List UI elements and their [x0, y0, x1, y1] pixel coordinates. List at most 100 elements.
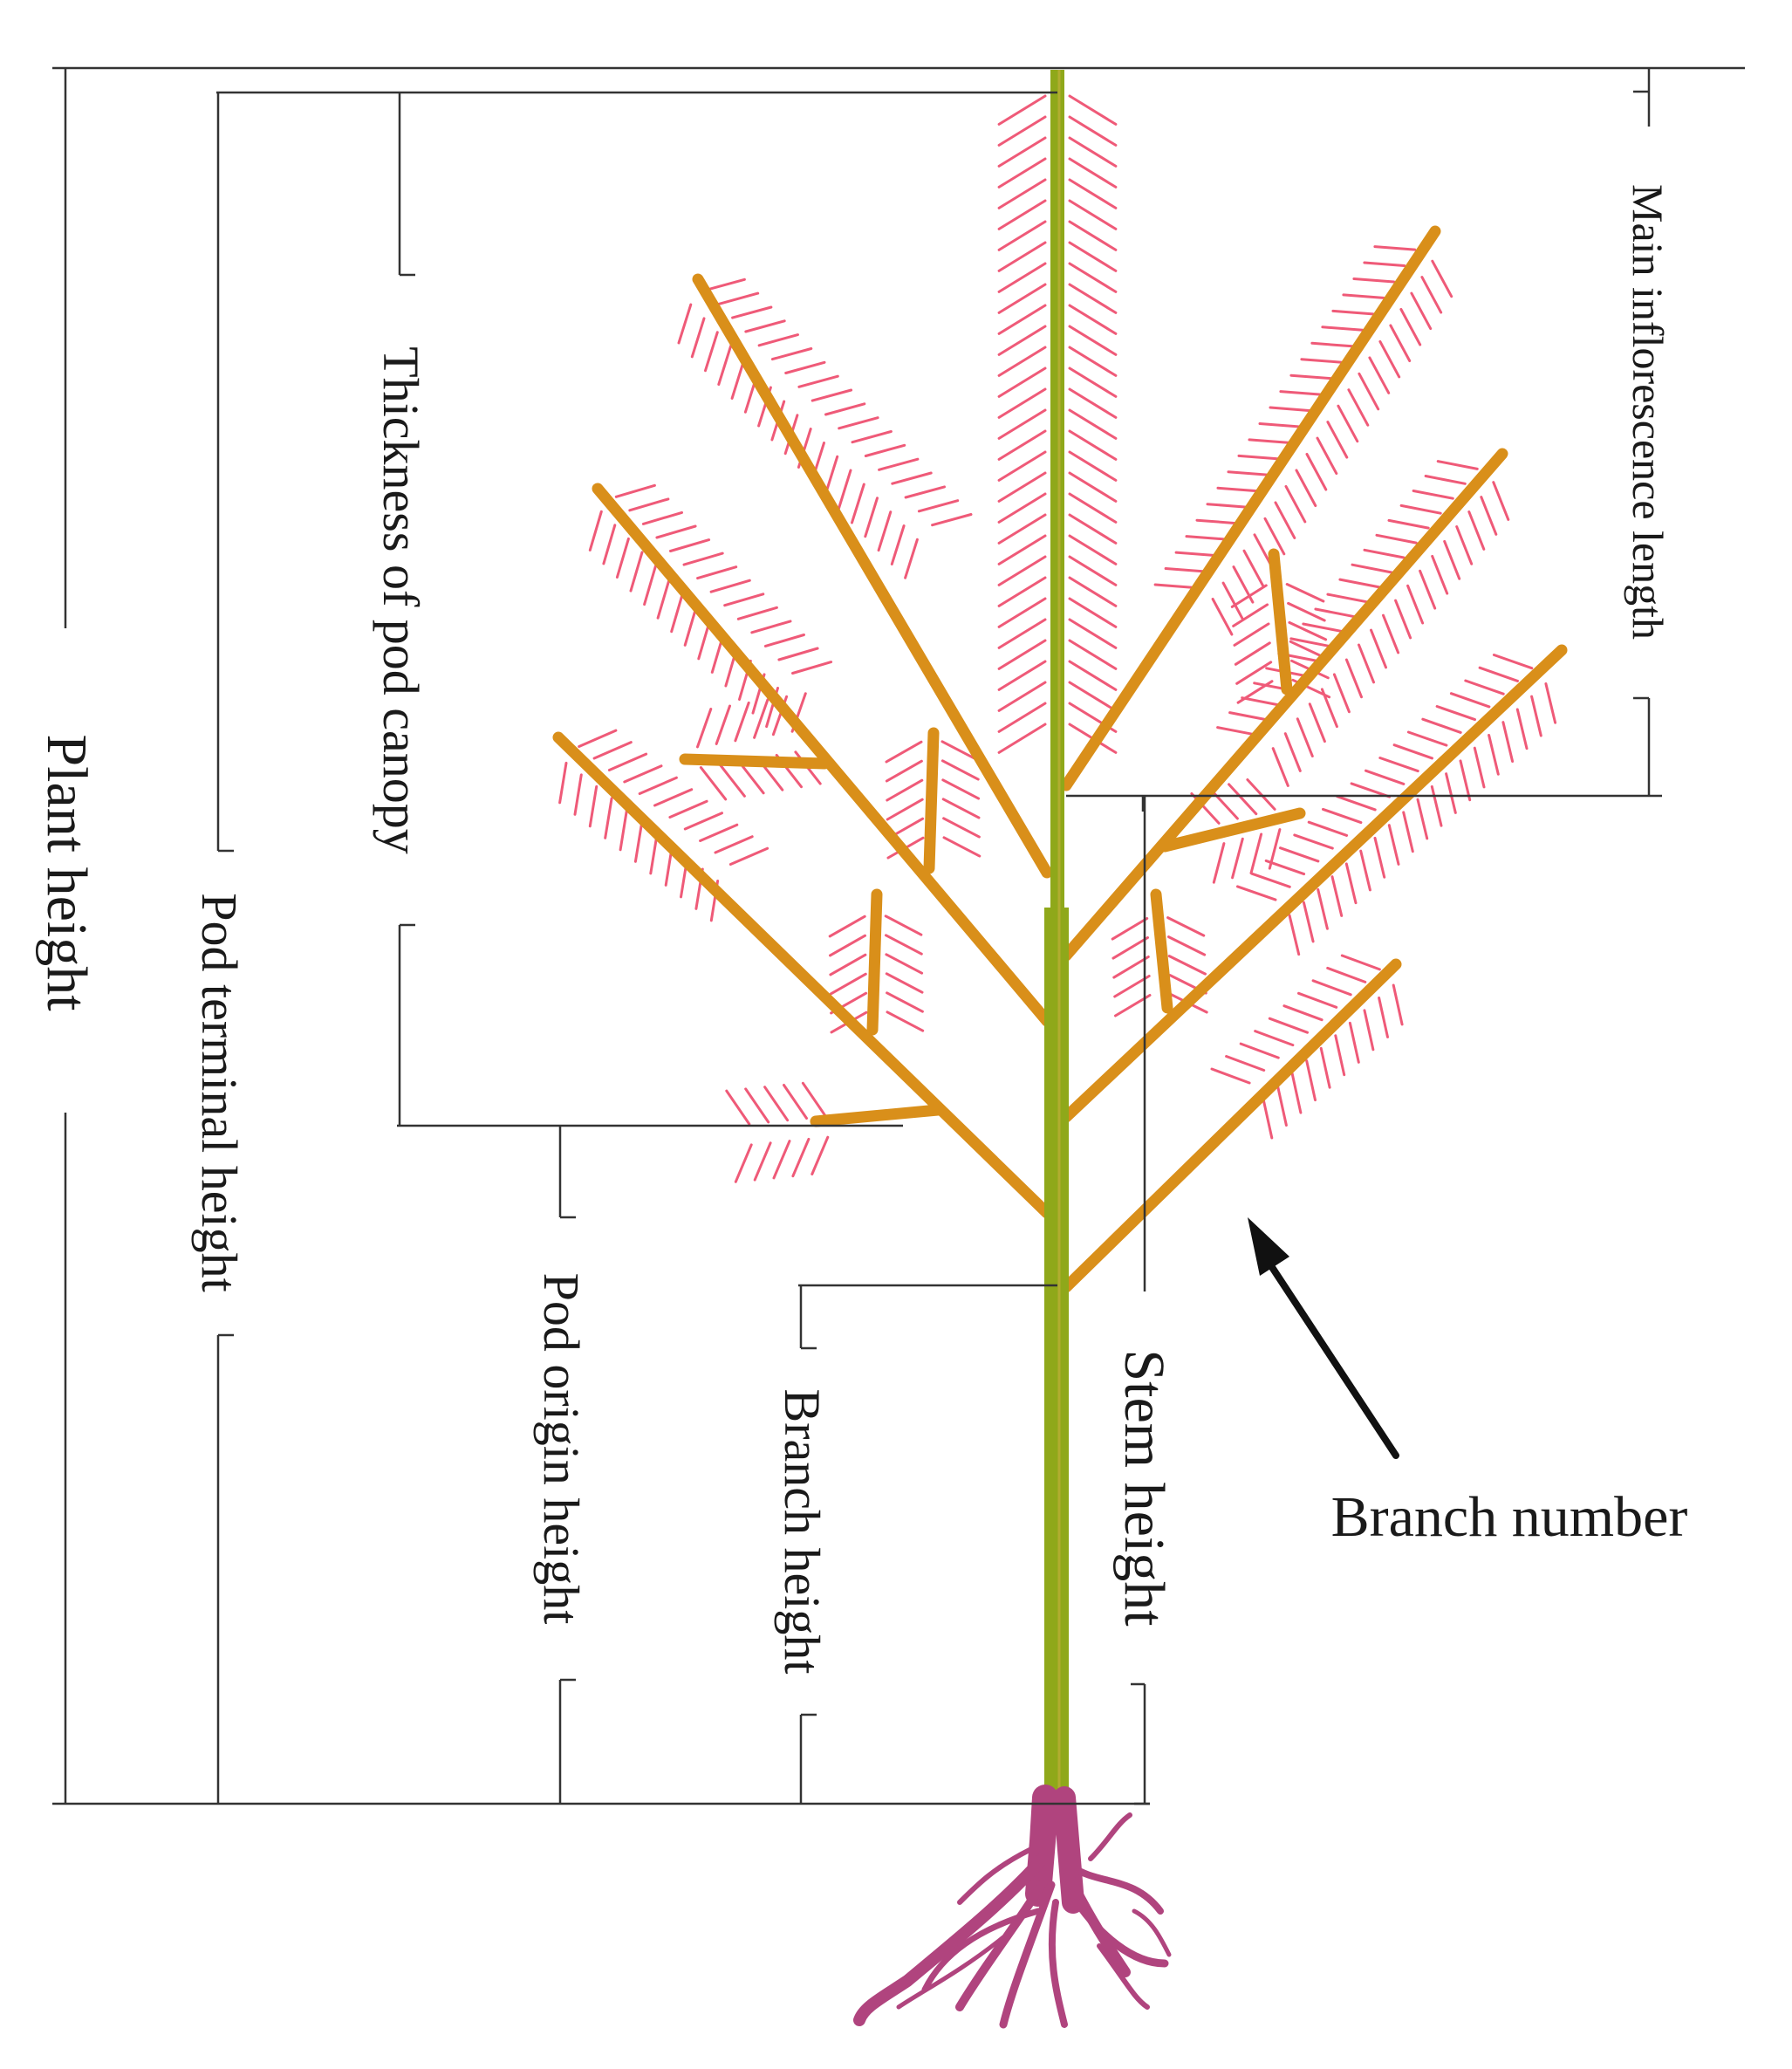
pod-mark	[723, 593, 765, 607]
pod-mark	[1296, 717, 1314, 757]
pod-mark	[1348, 1021, 1360, 1064]
pod-mark	[1378, 757, 1419, 773]
pod-mark	[1344, 862, 1358, 905]
pod-mark	[885, 953, 924, 975]
pod-mark	[734, 701, 750, 743]
pod-mark	[1305, 1059, 1317, 1102]
pod-mark	[1262, 1097, 1274, 1140]
pod-mark	[682, 552, 724, 566]
pod-mark	[886, 778, 924, 802]
pod-mark	[801, 1081, 827, 1118]
pod-mark	[829, 953, 867, 976]
pod-mark	[885, 972, 924, 994]
pod-mark	[653, 788, 694, 807]
pod-mark	[763, 634, 805, 647]
pod-mark	[997, 408, 1047, 440]
label-pod-origin-height: Pod origin height	[533, 1273, 590, 1625]
pod-mark	[1234, 641, 1271, 666]
branch-left-2-sub-b	[923, 727, 940, 874]
pod-mark	[1068, 367, 1118, 398]
pod-mark	[1248, 438, 1291, 444]
measurement-lines	[52, 66, 1745, 1805]
pod-mark	[1332, 673, 1351, 714]
pod-mark	[1387, 518, 1430, 530]
pod-mark	[997, 262, 1047, 293]
pod-mark	[1268, 828, 1282, 870]
pod-mark	[1068, 304, 1118, 335]
pod-mark	[917, 499, 960, 513]
pod-mark	[1111, 936, 1149, 960]
pod-mark	[728, 846, 769, 866]
pod-mark	[1420, 276, 1443, 314]
pod-mark	[683, 812, 723, 831]
pod-mark	[714, 835, 754, 854]
pod-mark	[1068, 241, 1118, 272]
pod-mark	[1435, 705, 1476, 722]
pod-mark	[838, 416, 879, 430]
pod-mark	[763, 1086, 790, 1122]
pod-mark	[1392, 743, 1433, 760]
pod-mark	[731, 305, 773, 319]
pod-mark	[885, 934, 923, 956]
branch-right-4	[1060, 958, 1402, 1293]
pod-mark	[1302, 622, 1344, 634]
pod-mark	[1216, 726, 1259, 736]
pod-mark	[997, 723, 1047, 754]
pod-mark	[1402, 811, 1414, 853]
pod-mark	[1269, 406, 1312, 413]
branch-left-2	[592, 483, 1053, 1027]
pod-mark	[1068, 178, 1118, 209]
pod-mark	[791, 1137, 811, 1178]
pod-mark	[1263, 517, 1286, 556]
pod-mark	[770, 347, 813, 361]
pod-mark	[1330, 875, 1344, 917]
pod-mark	[931, 513, 973, 527]
pod-mark	[940, 740, 980, 762]
pod-mark	[886, 991, 924, 1013]
pod-mark	[1340, 954, 1381, 971]
pod-mark	[1464, 679, 1505, 695]
pod-mark	[997, 429, 1047, 461]
pod-mark	[1279, 390, 1323, 396]
pod-mark	[1068, 639, 1118, 670]
roots	[853, 1785, 1172, 2029]
pod-mark	[656, 578, 671, 620]
pod-mark	[1373, 245, 1417, 251]
pod-mark	[704, 277, 746, 291]
pod-mark	[1288, 914, 1301, 956]
pod-mark	[1068, 283, 1118, 314]
pod-mark	[878, 457, 920, 471]
pod-mark	[877, 510, 893, 552]
pod-mark	[736, 606, 778, 620]
pod-mark	[1279, 846, 1320, 863]
pod-mark	[1430, 784, 1443, 827]
pod-mark	[718, 763, 746, 798]
pod-mark	[1416, 798, 1429, 840]
pod-mark	[941, 778, 981, 800]
pod-mark	[1195, 518, 1239, 525]
pod-mark	[1227, 470, 1270, 476]
pod-mark	[690, 317, 706, 359]
pod-mark	[1068, 157, 1118, 188]
pod-mark	[1250, 872, 1291, 888]
pod-mark	[1246, 778, 1276, 811]
pod-mark	[1378, 339, 1401, 379]
pod-mark	[619, 808, 628, 852]
pod-mark	[1375, 533, 1418, 545]
pod-mark	[1392, 983, 1404, 1026]
pod-mark	[997, 304, 1047, 335]
pod-mark	[1322, 807, 1363, 825]
branch-left-3-sub-b	[810, 1104, 944, 1127]
pod-mark	[864, 443, 906, 457]
branch-right-3-sub-a	[1159, 807, 1306, 853]
pod-mark	[1237, 454, 1281, 461]
pod-mark	[1295, 469, 1317, 507]
pod-mark	[1370, 628, 1387, 669]
pod-mark	[753, 698, 769, 739]
pod-mark	[829, 972, 867, 996]
pod-mark	[1284, 484, 1307, 524]
pod-mark	[1326, 421, 1349, 459]
pod-mark	[997, 702, 1047, 733]
label-thickness-of-pod-canopy: Thickness of pod canopy	[373, 346, 429, 853]
pod-mark	[1389, 324, 1412, 362]
